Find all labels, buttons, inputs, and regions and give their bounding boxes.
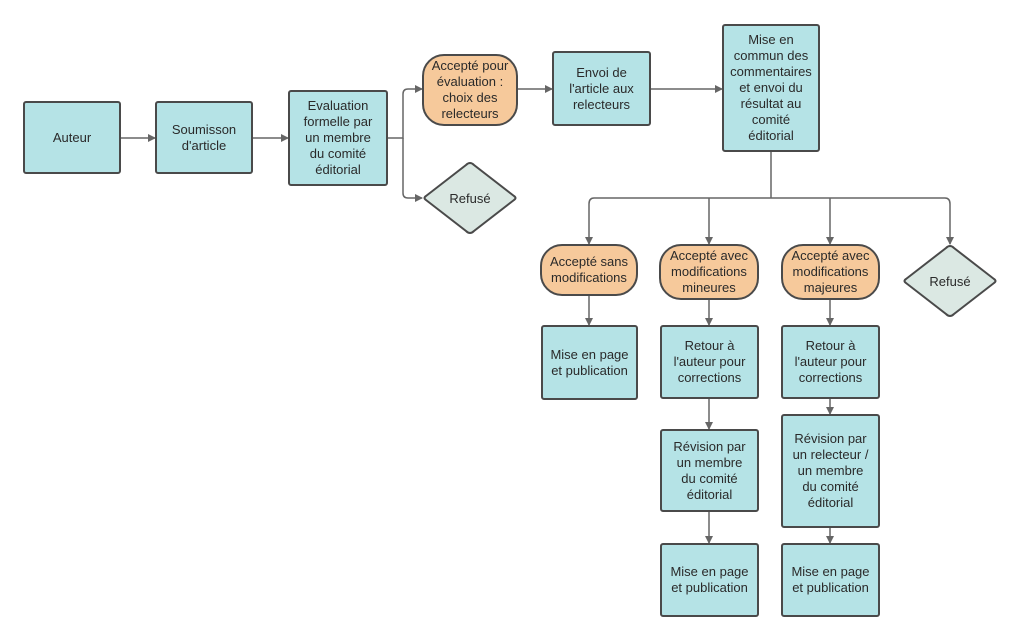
node-accepte-modifications-mineures: Accepté avec modifications mineures xyxy=(659,244,759,300)
node-accepte-evaluation: Accepté pour évaluation : choix des rele… xyxy=(422,54,518,126)
node-auteur: Auteur xyxy=(23,101,121,174)
node-revision-2: Révision par un relecteur / un membre du… xyxy=(781,414,880,528)
node-retour-auteur-2: Retour à l'auteur pour corrections xyxy=(781,325,880,399)
connector-evaluation-branch xyxy=(388,85,423,139)
node-evaluation: Evaluation formelle par un membre du com… xyxy=(288,90,388,186)
node-accepte-sans-modifications: Accepté sans modifications xyxy=(540,244,638,296)
refuse-label: Refusé xyxy=(449,190,491,206)
node-retour-auteur-1: Retour à l'auteur pour corrections xyxy=(660,325,759,399)
diamond-shape xyxy=(903,244,997,318)
refuse-label: Refusé xyxy=(929,273,971,289)
node-publication-1: Mise en page et publication xyxy=(541,325,638,400)
node-soumission: Soumisson d'article xyxy=(155,101,253,174)
diamond-shape xyxy=(423,161,517,235)
node-refuse-1: Refusé xyxy=(422,161,518,235)
node-publication-3: Mise en page et publication xyxy=(781,543,880,617)
connector-evaluation-refuse xyxy=(402,138,423,202)
node-mise-en-commun: Mise en commun des commentaires et envoi… xyxy=(722,24,820,152)
connector-to-accepte-sans xyxy=(585,197,595,245)
node-refuse-2: Refusé xyxy=(902,244,998,318)
connector-to-refuse-2 xyxy=(944,197,954,245)
node-envoi-relecteurs: Envoi de l'article aux relecteurs xyxy=(552,51,651,126)
node-revision-1: Révision par un membre du comité éditori… xyxy=(660,429,759,512)
node-publication-2: Mise en page et publication xyxy=(660,543,759,617)
node-accepte-modifications-majeures: Accepté avec modifications majeures xyxy=(781,244,880,300)
